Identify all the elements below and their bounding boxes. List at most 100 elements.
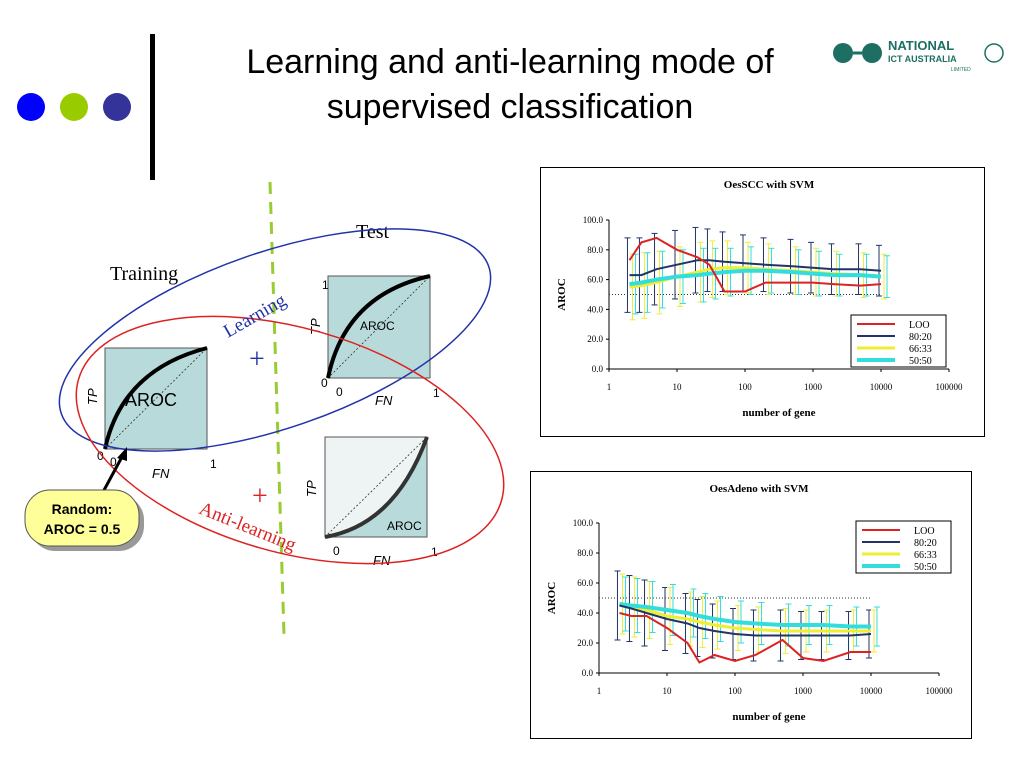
series-line-66-33 bbox=[619, 602, 871, 633]
chart-title: OesSCC with SVM bbox=[724, 179, 815, 191]
test-anti-aroc-label: AROC bbox=[387, 519, 422, 533]
training-label: Training bbox=[110, 263, 178, 285]
x-tick-label: 10000 bbox=[870, 382, 893, 392]
logo-line1: NATIONAL bbox=[888, 38, 954, 53]
anti-learning-ellipse bbox=[75, 315, 505, 565]
legend-label: 80:20 bbox=[914, 538, 937, 549]
chart-title: OesAdeno with SVM bbox=[709, 483, 809, 495]
test-anti-zero-x: 0 bbox=[333, 544, 340, 558]
learning-plus: + bbox=[249, 344, 265, 375]
x-tick-label: 1 bbox=[607, 382, 612, 392]
callout-arrow-line bbox=[101, 454, 125, 493]
learning-label: Learning bbox=[220, 290, 290, 343]
y-tick-label: 40.0 bbox=[587, 304, 603, 314]
training-roc-box bbox=[104, 347, 208, 450]
logo-circle-1 bbox=[833, 43, 853, 63]
test-label: Test bbox=[356, 221, 389, 243]
y-axis-label: AROC bbox=[546, 582, 558, 614]
y-tick-label: 40.0 bbox=[577, 608, 593, 618]
test-anti-upper-fill bbox=[325, 437, 427, 537]
test-learning-zero-x: 0 bbox=[321, 376, 328, 390]
logo-circle-2 bbox=[862, 43, 882, 63]
nicta-logo: NATIONAL ICT AUSTRALIA LIMITED bbox=[833, 38, 1004, 73]
bullet-dot-green bbox=[60, 93, 88, 121]
series-line-50-50 bbox=[619, 602, 871, 629]
legend-label: 50:50 bbox=[909, 356, 932, 367]
training-tp-label: TP bbox=[85, 388, 100, 405]
y-tick-label: 100.0 bbox=[583, 215, 604, 225]
test-anti-tp-label: TP bbox=[304, 480, 319, 497]
x-tick-label: 100000 bbox=[936, 382, 964, 392]
training-one-x: 1 bbox=[210, 457, 217, 471]
logo-circle-3 bbox=[984, 43, 1004, 63]
series-line-loo bbox=[628, 236, 882, 293]
slide-title-line2: supervised classification bbox=[326, 88, 694, 126]
legend-label: 80:20 bbox=[909, 332, 932, 343]
logo-line3: LIMITED bbox=[951, 67, 971, 73]
y-tick-label: 80.0 bbox=[587, 245, 603, 255]
y-axis-label: AROC bbox=[556, 278, 568, 310]
test-learning-one-y: 1 bbox=[322, 278, 329, 292]
legend-label: 50:50 bbox=[914, 562, 937, 573]
title-divider-bar bbox=[150, 34, 155, 180]
test-learning-roc-curve bbox=[326, 274, 431, 379]
legend-label: 66:33 bbox=[914, 550, 937, 561]
slide-title: Learning and anti-learning mode of super… bbox=[170, 40, 850, 130]
series-line-50-50 bbox=[629, 268, 882, 287]
training-zero-y: 0 bbox=[110, 455, 117, 469]
series-line-80-20 bbox=[619, 604, 872, 637]
test-learning-zero-y: 0 bbox=[336, 385, 343, 399]
test-anti-fn-label: FN bbox=[373, 553, 391, 568]
callout-line1: Random: bbox=[52, 501, 113, 517]
test-learning-aroc-label: AROC bbox=[360, 319, 395, 333]
legend-label: LOO bbox=[914, 526, 935, 537]
test-learning-one-x: 1 bbox=[433, 386, 440, 400]
test-anti-one-x: 1 bbox=[431, 545, 438, 559]
x-tick-label: 10 bbox=[663, 686, 673, 696]
chart-oesscc: OesSCC with SVM 0.0 20.0 40.0 60.0 80.0 100.0 1… bbox=[556, 179, 964, 419]
y-tick-label: 0.0 bbox=[582, 668, 594, 678]
learning-diagram: AROC TP FN 0 0 1 Training AROC TP FN 0 0… bbox=[24, 181, 505, 636]
training-zero-x: 0 bbox=[97, 449, 104, 463]
x-tick-label: 100 bbox=[738, 382, 752, 392]
chart-oesadeno: OesAdeno with SVM0.020.040.060.080.0100.… bbox=[546, 483, 954, 723]
divider-line bbox=[268, 181, 286, 636]
anti-learning-plus: + bbox=[252, 481, 268, 512]
slide-title-line1: Learning and anti-learning mode of bbox=[246, 43, 774, 81]
bullet-dot-navy bbox=[103, 93, 131, 121]
callout-arrow-head bbox=[117, 447, 127, 461]
learning-ellipse bbox=[58, 228, 492, 452]
series-line-80-20 bbox=[629, 259, 882, 277]
x-tick-label: 10 bbox=[673, 382, 683, 392]
y-tick-label: 100.0 bbox=[573, 518, 594, 528]
y-tick-label: 0.0 bbox=[592, 364, 604, 374]
legend-label: 66:33 bbox=[909, 344, 932, 355]
x-tick-label: 10000 bbox=[860, 686, 883, 696]
y-tick-label: 20.0 bbox=[577, 638, 593, 648]
y-tick-label: 80.0 bbox=[577, 548, 593, 558]
x-axis-label: number of gene bbox=[732, 711, 805, 723]
test-anti-roc-curve bbox=[324, 436, 429, 539]
test-learning-tp-label: TP bbox=[308, 318, 323, 335]
x-tick-label: 100 bbox=[728, 686, 742, 696]
x-axis-label: number of gene bbox=[742, 407, 815, 419]
test-learning-diagonal bbox=[327, 275, 431, 379]
legend-label: LOO bbox=[909, 320, 930, 331]
x-tick-label: 100000 bbox=[926, 686, 954, 696]
series-line-loo bbox=[619, 612, 871, 664]
bullet-dot-blue bbox=[17, 93, 45, 121]
x-tick-label: 1000 bbox=[804, 382, 823, 392]
x-tick-label: 1 bbox=[597, 686, 602, 696]
y-tick-label: 60.0 bbox=[587, 275, 603, 285]
logo-line2: ICT AUSTRALIA bbox=[888, 54, 957, 64]
training-aroc-label: AROC bbox=[125, 390, 177, 410]
test-anti-roc-frame bbox=[324, 436, 428, 538]
callout-line2: AROC = 0.5 bbox=[44, 521, 121, 537]
training-fn-label: FN bbox=[152, 466, 170, 481]
x-tick-label: 1000 bbox=[794, 686, 813, 696]
training-roc-curve bbox=[103, 346, 208, 450]
anti-learning-label: Anti-learning bbox=[196, 498, 299, 556]
y-tick-label: 20.0 bbox=[587, 334, 603, 344]
test-learning-fn-label: FN bbox=[375, 393, 393, 408]
